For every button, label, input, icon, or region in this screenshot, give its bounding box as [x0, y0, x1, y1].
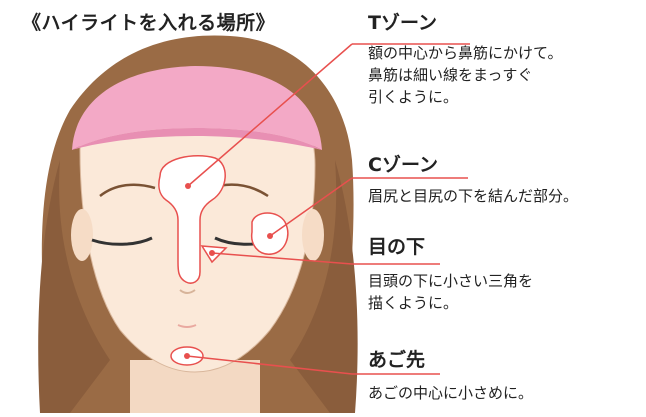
under-eye-leader — [209, 250, 440, 265]
headband — [72, 66, 322, 150]
c-zone-heading: Cゾーン — [368, 154, 438, 176]
page-title: 《ハイライトを入れる場所》 — [22, 12, 276, 34]
nose-shadow — [179, 289, 196, 294]
left-eye — [91, 236, 153, 246]
t-zone-heading: Tゾーン — [368, 12, 438, 34]
hair-left-side — [38, 160, 110, 413]
chin-heading: あご先 — [368, 349, 426, 371]
chin-description: あごの中心に小さめに。 — [368, 384, 534, 402]
hair-right-side — [290, 160, 358, 413]
headband-shadow — [72, 128, 322, 150]
c-zone-leader — [267, 177, 468, 239]
chin-leader — [184, 353, 440, 375]
mouth — [177, 324, 197, 328]
right-ear — [302, 209, 324, 261]
neck — [130, 360, 260, 413]
left-eyebrow — [99, 183, 156, 197]
c-zone-description: 眉尻と目尻の下を結んだ部分。 — [368, 187, 579, 205]
under-eye-description: 目頭の下に小さい三角を 描くように。 — [368, 272, 534, 312]
t-zone-leader — [185, 43, 470, 189]
t-zone-highlight — [158, 155, 226, 284]
under-eye-heading: 目の下 — [368, 236, 426, 258]
t-zone-description: 額の中心から鼻筋にかけて。 鼻筋は細い線をまっすぐ 引くように。 — [368, 44, 563, 106]
left-ear — [71, 209, 93, 261]
